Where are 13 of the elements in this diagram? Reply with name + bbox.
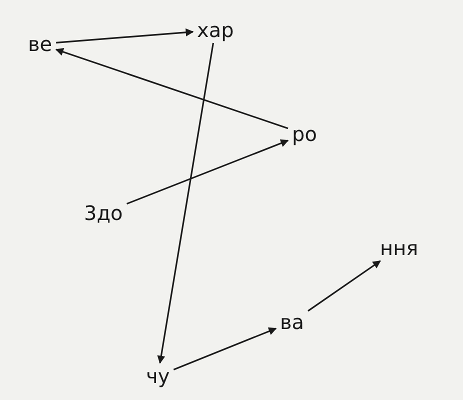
node-label: чу: [146, 366, 170, 386]
arrow: [308, 260, 381, 312]
node-label: 3до: [84, 203, 123, 223]
node-label: ння: [380, 238, 418, 258]
node-label: ро: [292, 124, 317, 144]
arrow: [55, 48, 288, 130]
node-label: ве: [28, 34, 52, 54]
arrow: [173, 327, 277, 370]
arrow: [157, 42, 214, 364]
arrow: [56, 28, 194, 44]
node-label: хар: [197, 20, 234, 40]
node-label: ва: [280, 312, 304, 332]
arrow: [126, 139, 289, 205]
